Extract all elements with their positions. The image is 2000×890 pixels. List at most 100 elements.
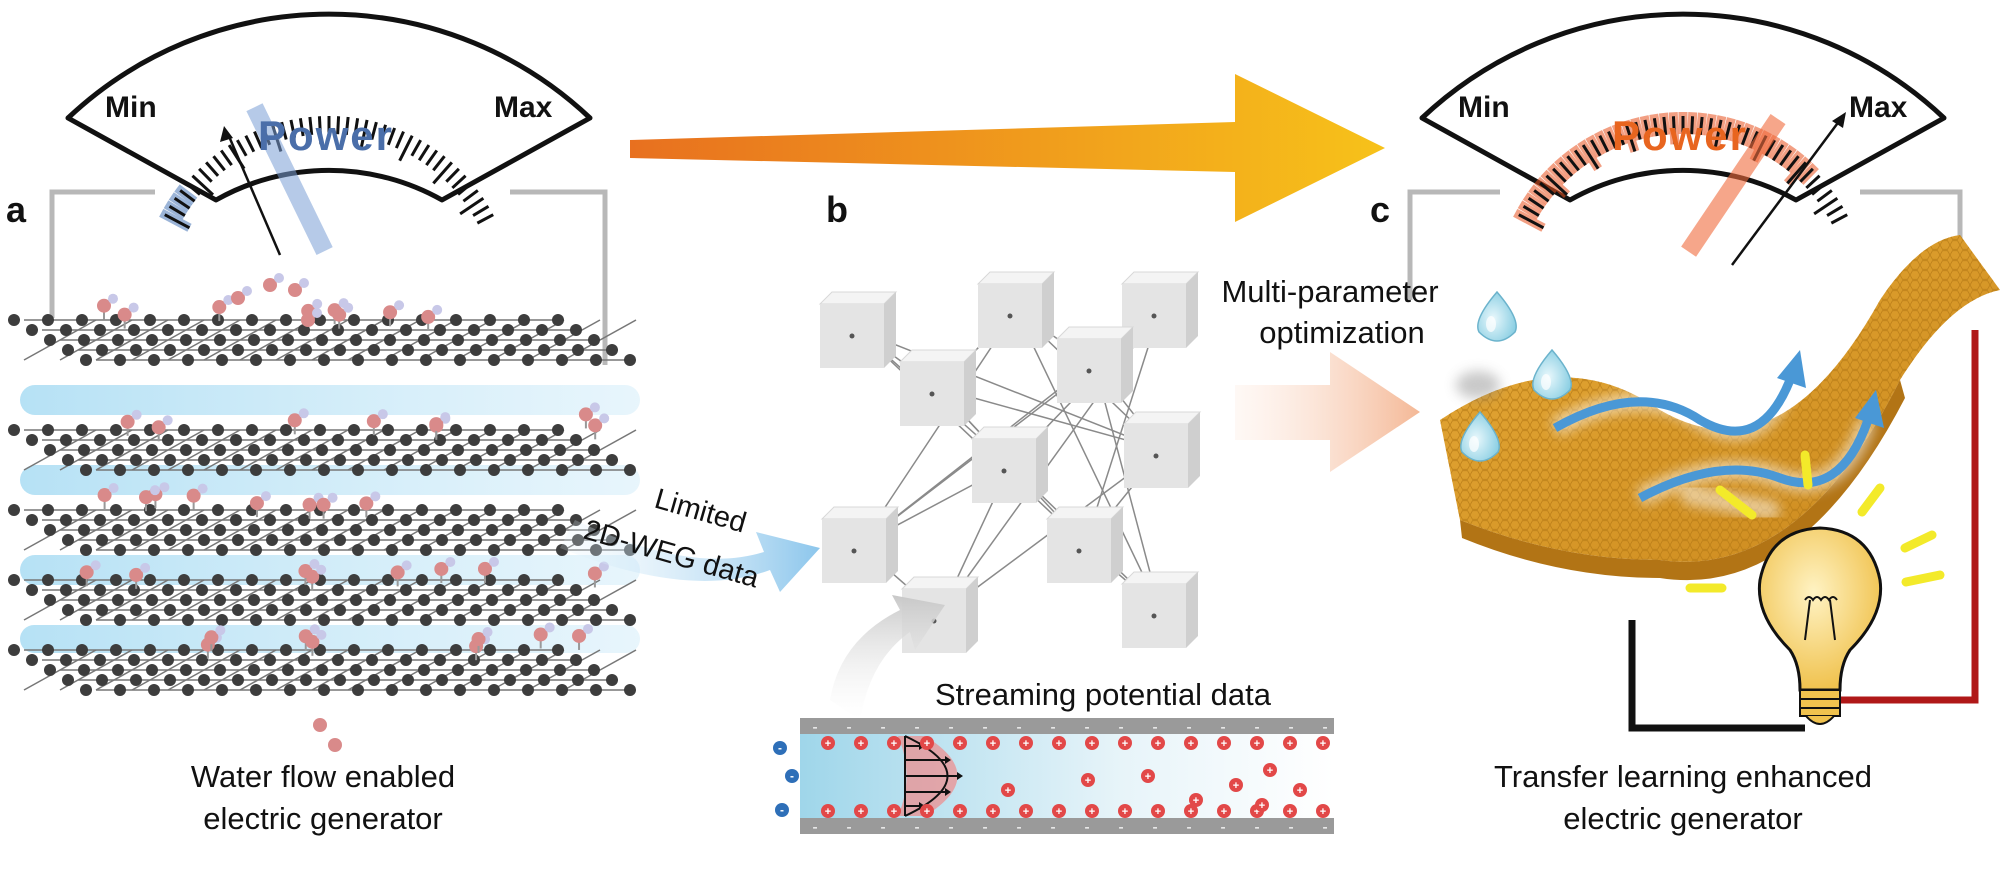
carbon-atom bbox=[264, 584, 276, 596]
gauge-tick bbox=[1607, 130, 1618, 149]
carbon-atom bbox=[452, 524, 464, 536]
hydrogen-atom bbox=[215, 625, 226, 636]
carbon-atom bbox=[94, 584, 106, 596]
carbon-atom bbox=[520, 334, 532, 346]
carbon-atom bbox=[518, 504, 530, 516]
carbon-atom bbox=[96, 604, 108, 616]
graphene-bond bbox=[131, 579, 205, 621]
carbon-atom bbox=[8, 644, 20, 656]
carbon-atom bbox=[178, 644, 190, 656]
carbon-atom bbox=[318, 544, 330, 556]
carbon-atom bbox=[348, 644, 360, 656]
carbon-atom bbox=[248, 524, 260, 536]
gauge-tick bbox=[1826, 205, 1844, 217]
cation bbox=[1263, 763, 1277, 777]
network-node-top bbox=[970, 426, 1050, 440]
gauge-tick bbox=[457, 181, 473, 196]
carbon-atom bbox=[246, 644, 258, 656]
carbon-atom bbox=[420, 354, 432, 366]
cation bbox=[953, 736, 967, 750]
carbon-atom bbox=[114, 684, 126, 696]
carbon-atom bbox=[502, 514, 514, 526]
enhanced-generator bbox=[1440, 235, 2000, 732]
oxygen-atom bbox=[332, 307, 347, 322]
carbon-atom bbox=[536, 324, 548, 336]
carbon-atom bbox=[384, 664, 396, 676]
carbon-atom bbox=[246, 314, 258, 326]
graphene-bond bbox=[95, 429, 169, 471]
carbon-atom bbox=[570, 324, 582, 336]
gauge-tick bbox=[280, 121, 288, 140]
carbon-atom bbox=[180, 594, 192, 606]
network-node-dot bbox=[929, 391, 935, 397]
carbon-atom bbox=[212, 644, 224, 656]
cation bbox=[920, 804, 934, 818]
oxygen-atom bbox=[212, 300, 227, 315]
carbon-atom bbox=[384, 594, 396, 606]
carbon-atom bbox=[502, 434, 514, 446]
carbon-atom bbox=[556, 614, 568, 626]
gauge-tick bbox=[432, 155, 446, 172]
wall-negative-charge: - bbox=[1254, 719, 1259, 736]
gauge-tick bbox=[1598, 134, 1610, 153]
carbon-atom bbox=[96, 344, 108, 356]
carbon-atom bbox=[418, 594, 430, 606]
wall-negative-charge: - bbox=[1118, 819, 1123, 836]
graphene-bond bbox=[203, 649, 277, 691]
gauge-c-needle bbox=[1730, 119, 1842, 266]
carbon-atom bbox=[522, 614, 534, 626]
carbon-atom bbox=[334, 604, 346, 616]
graphene-bond bbox=[95, 509, 169, 551]
hydrogen-atom bbox=[107, 293, 118, 304]
carbon-atom bbox=[332, 654, 344, 666]
carbon-atom bbox=[486, 664, 498, 676]
carbon-atom bbox=[284, 544, 296, 556]
carbon-atom bbox=[248, 594, 260, 606]
gauge-tick bbox=[370, 121, 378, 140]
carbon-atom bbox=[180, 664, 192, 676]
carbon-atom bbox=[468, 514, 480, 526]
flow-arrow-head bbox=[957, 772, 963, 780]
carbon-atom bbox=[164, 674, 176, 686]
carbon-atom bbox=[264, 324, 276, 336]
carbon-atom bbox=[280, 644, 292, 656]
wall-negative-charge: - bbox=[880, 719, 885, 736]
carbon-atom bbox=[470, 534, 482, 546]
oxygen-atom bbox=[151, 420, 166, 435]
carbon-atom bbox=[420, 544, 432, 556]
carbon-atom bbox=[148, 684, 160, 696]
cation-sign: + bbox=[1089, 738, 1095, 750]
network-node-dot bbox=[1086, 368, 1092, 374]
carbon-atom bbox=[198, 454, 210, 466]
cation-sign: + bbox=[1287, 738, 1293, 750]
network-connection bbox=[1015, 309, 1161, 611]
carbon-atom bbox=[402, 344, 414, 356]
carbon-atom bbox=[44, 334, 56, 346]
carbon-atom bbox=[110, 424, 122, 436]
carbon-atom bbox=[214, 664, 226, 676]
network-connection bbox=[857, 329, 1086, 546]
oxygen-atom bbox=[429, 417, 444, 432]
graphene-bond bbox=[203, 509, 277, 551]
cation-sign: + bbox=[1287, 806, 1293, 818]
carbon-atom bbox=[486, 594, 498, 606]
carbon-atom bbox=[216, 614, 228, 626]
carbon-atom bbox=[368, 604, 380, 616]
gauge-tick bbox=[191, 174, 215, 196]
network-node-side bbox=[886, 507, 898, 583]
carbon-atom bbox=[282, 444, 294, 456]
carbon-atom bbox=[556, 464, 568, 476]
carbon-atom bbox=[536, 584, 548, 596]
flow-arrow-head bbox=[945, 788, 951, 796]
carbon-atom bbox=[80, 614, 92, 626]
oxygen-atom bbox=[316, 497, 331, 512]
carbon-atom bbox=[366, 654, 378, 666]
hydrogen-atom bbox=[316, 564, 327, 575]
carbon-atom bbox=[26, 654, 38, 666]
gauge-tick bbox=[1816, 189, 1833, 203]
carbon-atom bbox=[502, 324, 514, 336]
carbon-atom bbox=[196, 514, 208, 526]
cation-sign: + bbox=[1188, 738, 1194, 750]
gauge-tick bbox=[344, 116, 350, 136]
carbon-atom bbox=[76, 504, 88, 516]
